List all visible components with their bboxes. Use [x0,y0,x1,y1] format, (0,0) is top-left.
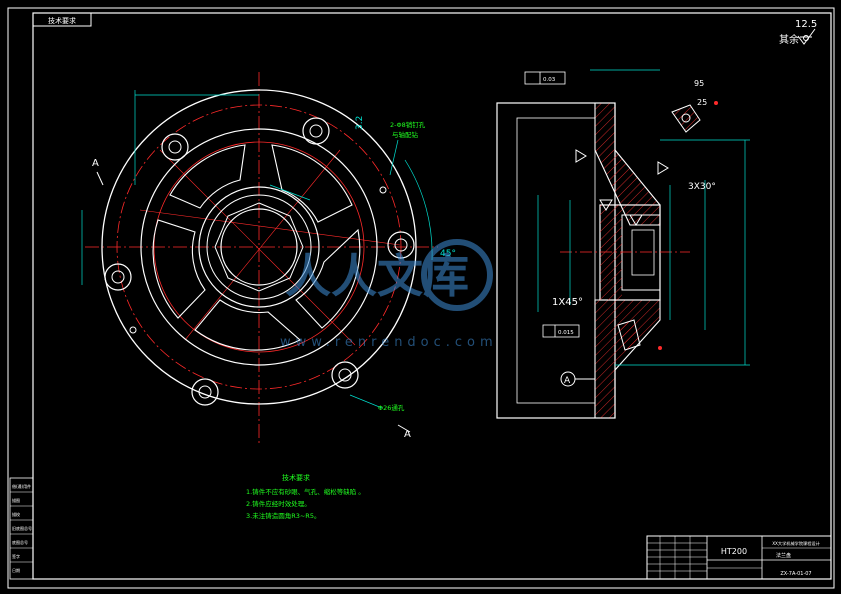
bolt-boss-2 [302,117,330,145]
front-angle-label: 45° [440,249,456,259]
tech-note-1: 1.铸件不应有砂眼、气孔、缩松等缺陷 。 [246,487,365,496]
hub-outer-ring [140,128,378,366]
dim-radial [269,184,311,201]
section-arrow-top [96,171,104,186]
top-left-tag-box [32,12,92,27]
spoke-window-5 [169,144,246,209]
title-school: XX大学机械学院课程设计 [772,540,820,547]
front-centerline-diag2 [184,149,341,341]
bolt-boss-5 [191,378,219,406]
tolerance-2: 0.015 [558,330,574,336]
front-view: 2-Φ8销钉孔 与轴配钻 45° 3.2 Φ26通孔 A A [81,72,456,445]
title-block: HT200 XX大学机械学院课程设计 法兰盘 ZX-7A-01-07 [646,535,832,580]
section-arrow-bottom [397,424,411,433]
tech-notes-title: 技术要求 [282,473,310,482]
pin-hole-1 [379,186,387,194]
left-strip-4: 底图总号 [12,539,28,545]
bolt-boss-6 [104,263,132,291]
hub-bore [220,208,298,286]
title-part-name: 法兰盘 [776,552,791,559]
tech-note-3: 3.未注铸造圆角R3~R5。 [246,511,320,520]
sheet-inner-border [32,12,832,580]
spoke-window-1 [271,144,353,223]
front-hole-note: 2-Φ8销钉孔 [390,120,426,129]
hub-boss [198,186,320,308]
flange-outer-edge [101,89,417,405]
left-strip-2: 描校 [12,511,20,517]
roughness-tri-1 [575,149,587,163]
detail-shape [671,104,701,133]
roughness-label: 其余 [779,33,799,46]
tolerance-1: 0.03 [543,77,556,83]
title-material: HT200 [721,547,747,556]
side-view: 0.03 0.015 1X45° 3X30° A 95 25 [496,69,750,419]
left-strip-5: 签字 [12,553,20,559]
front-centerline-diag1 [159,149,356,346]
watermark-text: 人人文库 [285,249,469,303]
tolerance-frame-1 [524,71,566,85]
bolt-boss-4 [331,361,359,389]
roughness-circle-icon [803,35,809,41]
bolt-boss-3 [387,231,415,259]
spoke-window-4 [152,219,206,319]
roughness-check-icon [797,28,816,45]
tech-notes: 技术要求 1.铸件不应有砂眼、气孔、缩松等缺陷 。 2.铸件应经时效处理。 3.… [246,473,365,520]
side-hub-bore-inner [631,229,655,276]
detail-lower [617,319,662,351]
front-thread-note: Φ26通孔 [378,403,405,412]
roughness-symbol: 12.5 其余 [779,19,817,46]
detail-marker [714,101,718,105]
hub-polygon [214,202,304,292]
spoke-window-2 [295,228,361,329]
dim-arc-45 [404,159,433,261]
dim-leader-note [389,139,399,176]
front-section-label-bottom: A [404,429,411,440]
spoke-window-3 [194,299,301,351]
left-strip-3: 旧底图总号 [12,525,32,531]
left-strip-1: 描图 [12,497,20,503]
left-strip-6: 日期 [12,567,20,573]
detail-25: 25 [697,98,707,107]
detail-95: 95 [694,79,704,88]
side-rim-inner [516,117,596,404]
front-roughness-small: 3.2 [355,116,365,130]
watermark-url: www.renrendoc.com [280,335,498,350]
tolerance-frame-2 [542,324,580,338]
roughness-tri-2 [599,199,613,211]
bolt-circle [116,104,402,390]
watermark-logo-icon [421,239,493,311]
side-chamfer-label-2: 3X30° [688,182,716,192]
side-lower-web [594,299,661,419]
front-centerline-diag3 [139,209,401,246]
top-left-tag: 技术要求 [48,16,76,25]
left-strip: 借(通)用件 描图 描校 旧底图总号 底图总号 签字 日期 [9,477,34,580]
hub-bore-outer [206,194,312,300]
side-hub-hatch [600,205,622,300]
hub-ring-red [153,141,365,353]
front-section-label-top: A [92,158,99,169]
roughness-value: 12.5 [795,19,817,30]
dim-leader-thread [349,394,383,409]
front-hole-note-sub: 与轴配钻 [392,130,419,139]
sheet-outer-border [7,7,835,589]
detail-hole [681,113,691,123]
roughness-tri-4 [657,161,669,175]
title-drawing-no: ZX-7A-01-07 [780,571,811,577]
roughness-tri-3 [629,214,643,226]
left-strip-0: 借(通)用件 [12,483,31,489]
tech-note-2: 2.铸件应经时效处理。 [246,499,311,508]
pin-hole-2 [129,326,137,334]
datum-label: A [564,376,571,386]
detail-lower-marker [658,346,662,350]
side-chamfer-label: 1X45° [552,297,583,308]
watermark: 人人文库 www.renrendoc.com [280,239,498,350]
detail-view: 95 25 [671,79,718,133]
bolt-boss-1 [161,133,189,161]
